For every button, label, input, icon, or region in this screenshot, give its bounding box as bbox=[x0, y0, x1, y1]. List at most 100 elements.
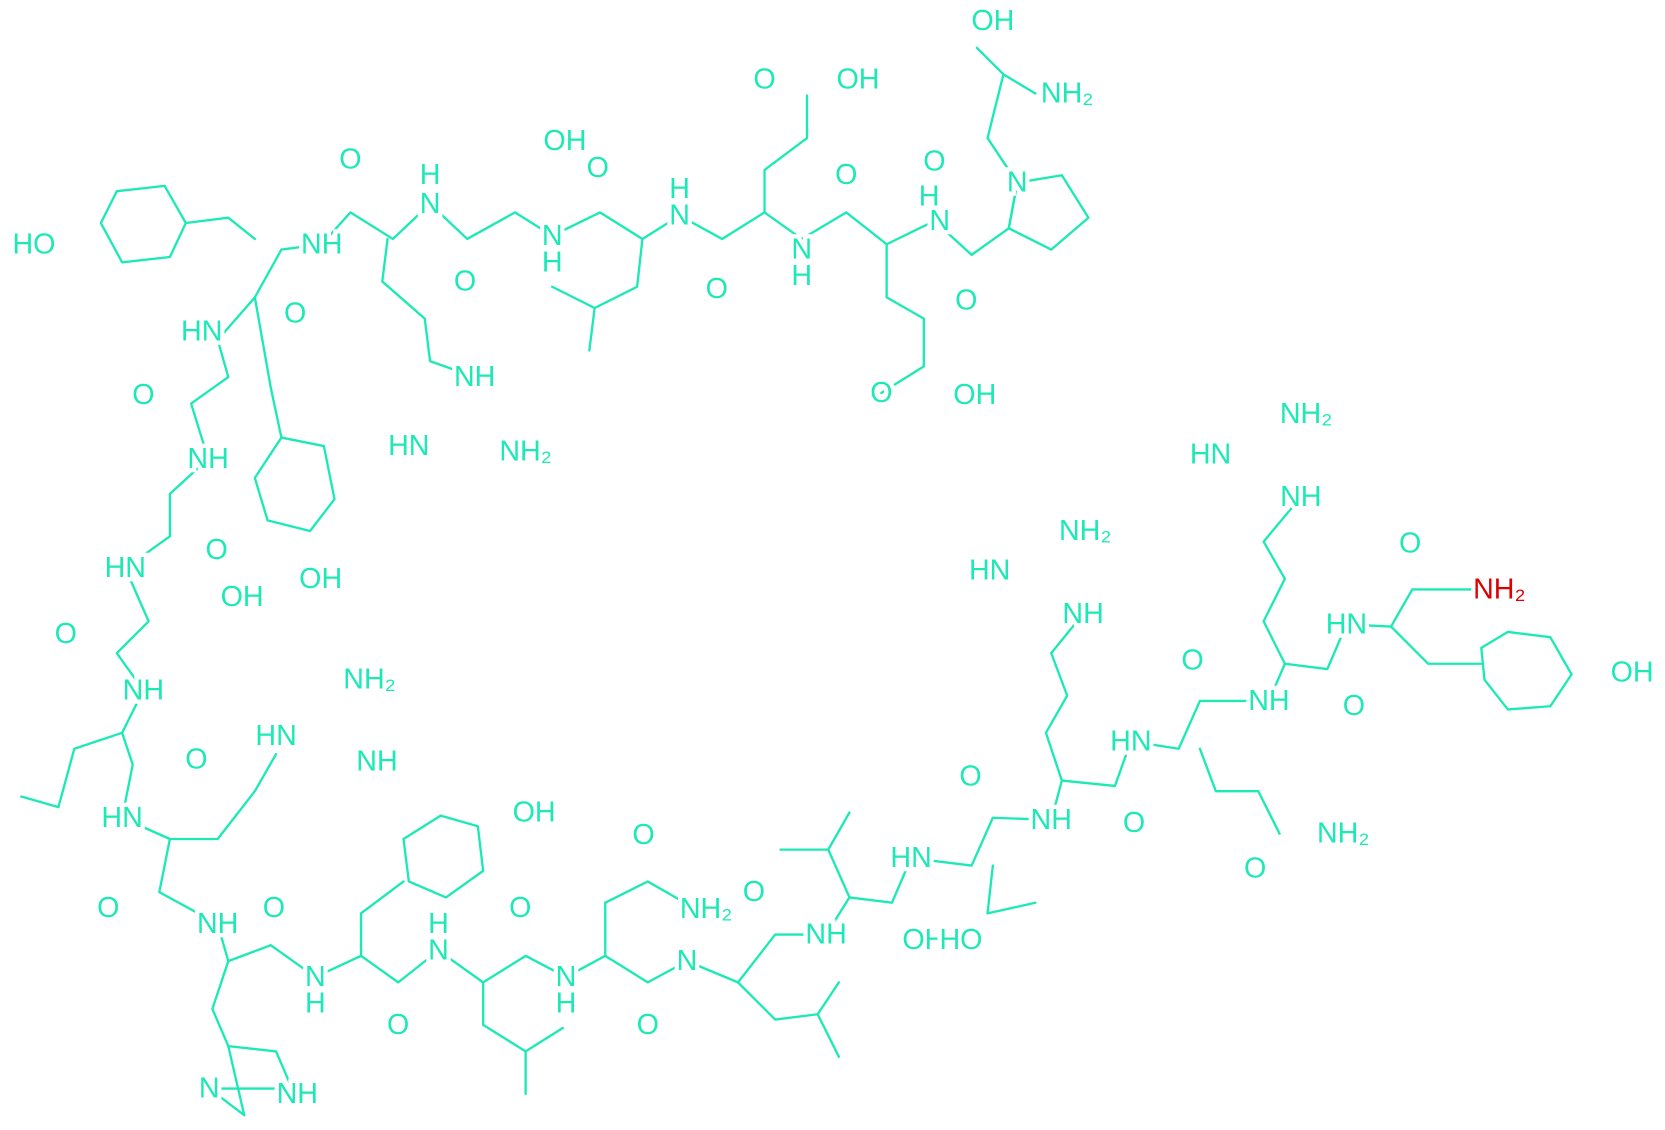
atom-label: NH bbox=[1062, 598, 1103, 630]
atom-label: N bbox=[542, 220, 563, 252]
atom-label: N bbox=[428, 935, 449, 967]
proline-ring bbox=[1007, 174, 1090, 251]
atom-label: O bbox=[637, 1009, 659, 1041]
atom-label: H bbox=[669, 173, 690, 205]
side-chains bbox=[551, 237, 644, 352]
atom-label: OH bbox=[1611, 656, 1654, 688]
atom-label: O bbox=[1244, 853, 1266, 885]
atom-label: NH bbox=[301, 228, 342, 260]
atom-label: O bbox=[870, 377, 892, 409]
atom-label: N bbox=[791, 234, 812, 266]
atom-label: NH₂ bbox=[1041, 77, 1094, 109]
atom-label: NH bbox=[805, 919, 846, 951]
atom-label: OH bbox=[299, 563, 342, 595]
side-chains bbox=[20, 731, 124, 809]
atom-label: HN bbox=[1326, 608, 1367, 640]
atom-label: HN bbox=[255, 720, 296, 752]
tyrosine-ring-3 bbox=[402, 814, 485, 899]
atom-label: O bbox=[753, 64, 775, 96]
atom-label: O bbox=[387, 1009, 409, 1041]
atom-label: OH bbox=[221, 581, 264, 613]
atom-label: HN bbox=[105, 552, 146, 584]
atom-label: H bbox=[542, 246, 563, 278]
atom-label: N bbox=[677, 945, 698, 977]
side-chains bbox=[779, 811, 851, 899]
side-chains bbox=[168, 752, 278, 841]
atom-label: O bbox=[97, 892, 119, 924]
atom-label: NH₂ bbox=[680, 893, 733, 925]
atom-label: N bbox=[669, 200, 690, 232]
side-chains bbox=[1044, 612, 1085, 782]
atom-label: OH bbox=[971, 5, 1014, 37]
atom-label: HO bbox=[12, 228, 55, 260]
imidazole-ring bbox=[208, 1044, 294, 1117]
peptide-backbone bbox=[115, 46, 1478, 984]
side-chains bbox=[736, 981, 841, 1058]
atom-label: HN bbox=[890, 842, 931, 874]
tyrosine-ring-1 bbox=[99, 184, 187, 264]
atom-label: O bbox=[923, 145, 945, 177]
atom-label: O bbox=[587, 152, 609, 184]
atom-label: NH₂ bbox=[499, 435, 552, 467]
atom-label: H bbox=[420, 159, 441, 191]
atom-label: NH bbox=[187, 443, 228, 475]
atom-label: HN bbox=[969, 554, 1010, 586]
atom-label: O bbox=[132, 379, 154, 411]
tyrosine-ring-2 bbox=[253, 436, 336, 533]
atom-label: H bbox=[919, 180, 940, 212]
atom-label: O bbox=[959, 760, 981, 792]
atom-label: HN bbox=[1110, 725, 1151, 757]
side-chains bbox=[880, 243, 925, 395]
atom-label: O bbox=[1181, 645, 1203, 677]
atom-label: O bbox=[339, 143, 361, 175]
atom-label: H bbox=[428, 908, 449, 940]
side-chains bbox=[1198, 747, 1281, 835]
atom-label: OH bbox=[953, 379, 996, 411]
side-chains bbox=[211, 959, 230, 1048]
atom-label: O bbox=[1399, 528, 1421, 560]
atom-label: NH bbox=[356, 745, 397, 777]
atom-label: O bbox=[263, 892, 285, 924]
atom-label: N bbox=[305, 961, 326, 993]
side-chains bbox=[986, 864, 1037, 915]
atom-label: NH bbox=[1031, 804, 1072, 836]
side-chains bbox=[763, 94, 809, 214]
atom-label: NH bbox=[1248, 685, 1289, 717]
atom-label: OH bbox=[543, 125, 586, 157]
atom-label: NH bbox=[454, 361, 495, 393]
atom-label: NH bbox=[197, 908, 238, 940]
atom-label: NH₂ bbox=[1059, 515, 1112, 547]
atom-label: H bbox=[791, 260, 812, 292]
atom-label: NH₂ bbox=[1317, 818, 1370, 850]
atom-label: N bbox=[420, 188, 441, 220]
atom-label: HN bbox=[101, 802, 142, 834]
atom-label: N bbox=[929, 205, 950, 237]
atom-label: NH bbox=[277, 1078, 318, 1110]
tyrosine-ring-4 bbox=[1480, 630, 1573, 711]
atom-label: HO bbox=[939, 924, 982, 956]
bonds bbox=[20, 46, 1573, 1117]
atom-label: H bbox=[305, 988, 326, 1020]
atom-label: HN bbox=[1190, 439, 1231, 471]
atom-label: N bbox=[1007, 167, 1028, 199]
side-chains bbox=[381, 237, 476, 379]
atom-label: H bbox=[556, 988, 577, 1020]
atom-label: HN bbox=[388, 430, 429, 462]
atom-label: O bbox=[632, 819, 654, 851]
atom-label: OH bbox=[836, 64, 879, 96]
atom-label: O bbox=[1123, 807, 1145, 839]
atom-label: OH bbox=[902, 924, 945, 956]
atom-label: O bbox=[185, 743, 207, 775]
side-chains bbox=[1389, 625, 1483, 665]
side-chains bbox=[253, 296, 283, 439]
atom-label: NH₂ bbox=[1473, 573, 1526, 605]
side-chains bbox=[359, 880, 405, 957]
atom-label: O bbox=[284, 297, 306, 329]
atom-label: NH bbox=[1280, 481, 1321, 513]
atom-label: OH bbox=[513, 796, 556, 828]
atom-label: O bbox=[454, 265, 476, 297]
side-chains bbox=[184, 216, 257, 241]
atom-label: O bbox=[55, 618, 77, 650]
